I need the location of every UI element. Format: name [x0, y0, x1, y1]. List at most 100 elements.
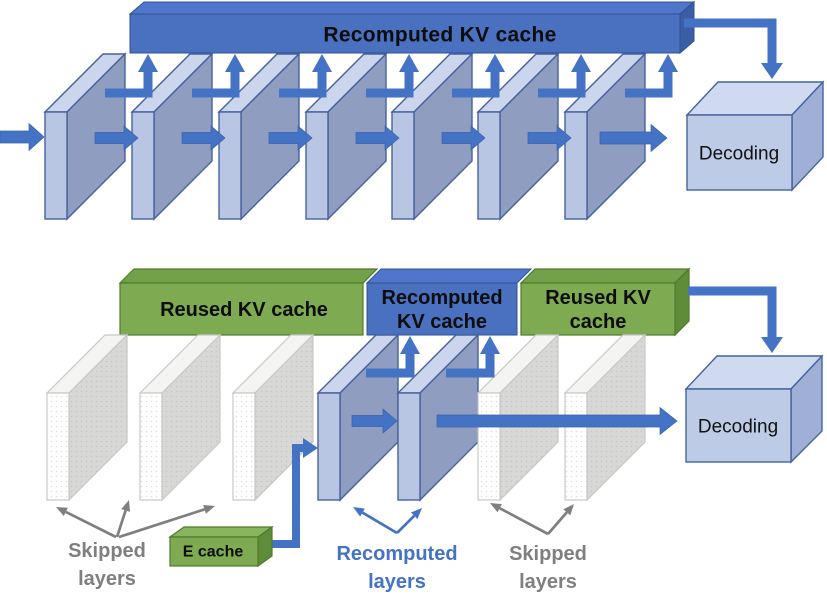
reused-kv-cache-left-label: Reused KV cache [160, 299, 328, 321]
skipped-layer-1 [45, 333, 129, 502]
kv-store-arrow-3 [279, 54, 332, 98]
kv-store-arrow-5-shaft [452, 72, 500, 98]
layer-flow-arrow-4 [355, 125, 400, 151]
reused-kv-cache-bar-left: Reused KV cache [118, 268, 379, 336]
bar-top-face [365, 268, 533, 284]
kv-store-arrow-bottom-1-head [400, 336, 420, 354]
decoding-label-top: Decoding [699, 144, 779, 165]
skipped-layer-3 [231, 333, 315, 502]
kv-store-arrow-4 [366, 54, 419, 98]
kv-store-arrow-5-head [485, 54, 505, 72]
kv-store-arrow-7-head [658, 54, 678, 72]
skipped-left-pointer-1-line [65, 510, 117, 539]
e-cache-label: E cache [183, 544, 244, 561]
recomputed-kv-cache-bar-top: Recomputed KV cache [128, 0, 696, 55]
layer-flow-arrow-6 [527, 125, 572, 151]
e-cache-arrow-shaft [262, 444, 303, 548]
skipped-right-pointer-2 [546, 504, 574, 535]
kv-store-arrow-4-head [399, 54, 419, 72]
skipped-left-line1: Skipped [68, 540, 146, 562]
skipped-right-pointer-2-line [546, 511, 568, 535]
skipped-right-pointer-1-head [490, 503, 502, 513]
decoding-cube-top: Decoding [685, 80, 825, 192]
transformer-layer-6-front-face [477, 111, 501, 220]
reused-kv-cache-bar-right: Reused KV cache [519, 267, 691, 337]
skipped-layer-2-front-face [139, 392, 163, 501]
kv-store-arrow-2-head [225, 54, 245, 72]
recomputed-layers-label: Recomputed layers [336, 543, 457, 593]
e-cache-to-layer-arrow [262, 438, 318, 548]
e-cache-top-face [168, 526, 274, 538]
kv-store-arrow-1-shaft [105, 72, 153, 98]
annotation-pointer-arrows [56, 500, 574, 539]
skipped-layer-7-front-face [564, 392, 588, 501]
recomputed-layer-5-front-face [397, 392, 421, 501]
recomputed-layers-line1: Recomputed [336, 543, 457, 565]
skipped-left-pointer-3-line [118, 508, 205, 539]
cache-to-decoding-arrow-top-head [761, 63, 783, 79]
skipped-left-line2: layers [78, 568, 136, 590]
bottom-pipeline: Reused KV cache Recomputed KV cache Reus… [45, 267, 824, 593]
kv-store-arrow-1-head [138, 54, 158, 72]
kv-store-arrow-bottom-1-shaft [366, 354, 415, 378]
recomputed-kv-cache-bottom-label-line1: Recomputed [381, 287, 502, 309]
layer-flow-arrow-5 [441, 125, 486, 151]
kv-store-arrow-2-shaft [192, 72, 240, 98]
cube-front-face [686, 114, 793, 191]
bar-front-face [119, 282, 364, 336]
skipped-layer-3-front-face [232, 392, 256, 501]
recomputed-kv-cache-bar-bottom: Recomputed KV cache [365, 268, 533, 336]
bar-front-face [366, 282, 518, 336]
kv-store-arrow-bottom-2-head [480, 336, 500, 354]
kv-store-arrow-7-shaft [625, 72, 673, 98]
skipped-right-pointer-1-line [499, 506, 549, 536]
skipped-left-pointer-1 [56, 507, 117, 539]
cache-to-decoding-arrow-bottom-shaft [688, 286, 777, 337]
transformer-layer-7-front-face [564, 111, 588, 220]
kv-store-arrow-1 [105, 54, 158, 98]
cache-to-decoding-arrow-top-shaft [684, 18, 777, 63]
bar-top-face [519, 268, 691, 284]
skipped-left-pointer-3-head [203, 505, 215, 514]
skipped-left-pointer-2-head [121, 500, 130, 512]
kv-store-arrow-7 [625, 54, 678, 98]
bottom-transformer-layers [45, 333, 647, 502]
recomputed-pointer-2-head [410, 508, 422, 520]
bar-top-face [118, 268, 379, 284]
output-to-decoding-arrow [436, 406, 678, 436]
recomputed-pointer-2 [396, 508, 422, 534]
skipped-left-pointer-3 [118, 505, 215, 539]
reused-kv-cache-right-label-line1: Reused KV [545, 287, 651, 309]
bar-front-face [129, 13, 681, 54]
e-cache-front-face [169, 536, 259, 567]
skipped-layer-6-front-face [477, 392, 501, 501]
recomputed-layers-line2: layers [368, 571, 426, 593]
layer-flow-arrow-1 [94, 125, 139, 151]
recomputed-pointer-1 [353, 507, 398, 535]
layer-flow-arrow-2 [181, 125, 226, 151]
top-pipeline: Recomputed KV cache Decoding [0, 0, 825, 221]
skipped-right-pointer-1 [490, 503, 549, 536]
skipped-right-line2: layers [519, 571, 577, 593]
kv-store-arrow-3-head [312, 54, 332, 72]
cache-to-decoding-arrow-bottom-head [761, 337, 783, 353]
kv-store-arrow-5 [452, 54, 505, 98]
bottom-flow-arrows [262, 286, 783, 548]
skipped-left-pointer-2-line [115, 510, 127, 538]
kv-store-arrow-6-shaft [538, 72, 586, 98]
e-cache-box: E cache [168, 525, 274, 568]
kv-store-arrow-bottom-2 [446, 336, 500, 378]
transformer-layer-3-front-face [218, 111, 242, 220]
e-cache-arrow-head [303, 438, 318, 458]
cache-to-decoding-arrow-top [684, 18, 783, 79]
skipped-layers-left-label: Skipped layers [68, 540, 146, 590]
skipped-layers-right-label: Skipped layers [509, 543, 587, 593]
skipped-left-pointer-1-head [56, 507, 68, 517]
recomputed-pointer-2-line [396, 514, 416, 534]
cache-to-decoding-arrow-bottom [688, 286, 783, 353]
recomputed-pointer-1-head [353, 507, 365, 517]
kv-store-arrow-bottom-2-shaft [446, 354, 495, 378]
layer-flow-arrow-3 [268, 125, 313, 151]
recomputed-pointer-1-line [361, 511, 398, 535]
